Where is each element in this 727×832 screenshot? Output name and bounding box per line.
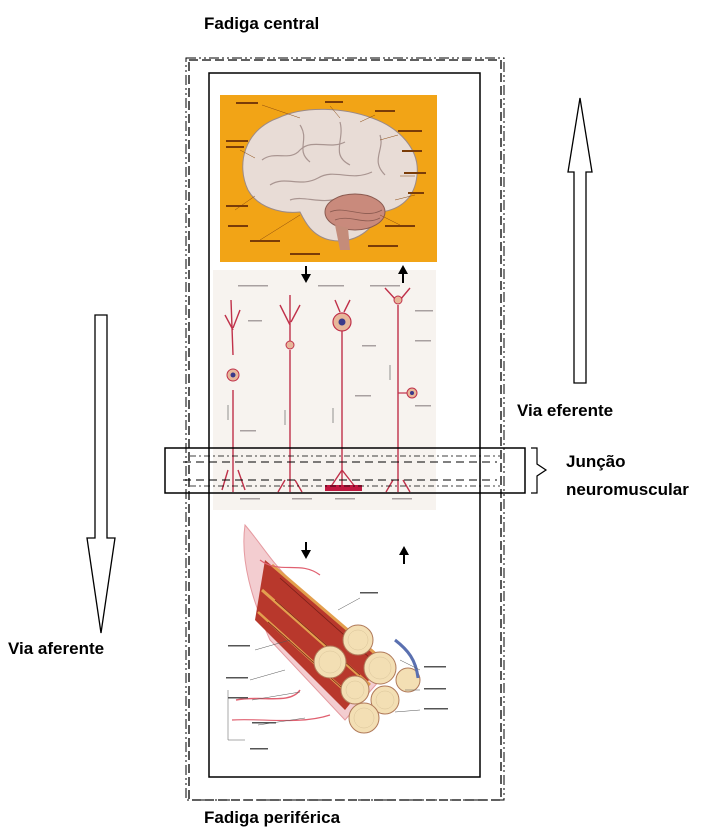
- peripheral-fatigue-label: Fadiga periférica: [204, 808, 340, 828]
- muscle-fiber-illustration: [226, 525, 448, 750]
- down-arrow-icon: [301, 542, 311, 559]
- hollow-up-arrow-icon: [568, 98, 592, 383]
- efferent-pathway-label: Via eferente: [517, 401, 613, 421]
- neurons-illustration: [213, 270, 436, 510]
- brain-illustration: [220, 95, 437, 262]
- junction-label-line2: neuromuscular: [566, 480, 689, 500]
- up-arrow-icon: [399, 546, 409, 564]
- central-fatigue-label: Fadiga central: [204, 14, 319, 34]
- afferent-pathway-label: Via aferente: [8, 639, 104, 659]
- hollow-down-arrow-icon: [87, 315, 115, 633]
- bracket-icon: [531, 448, 546, 493]
- junction-label-line1: Junção: [566, 452, 626, 472]
